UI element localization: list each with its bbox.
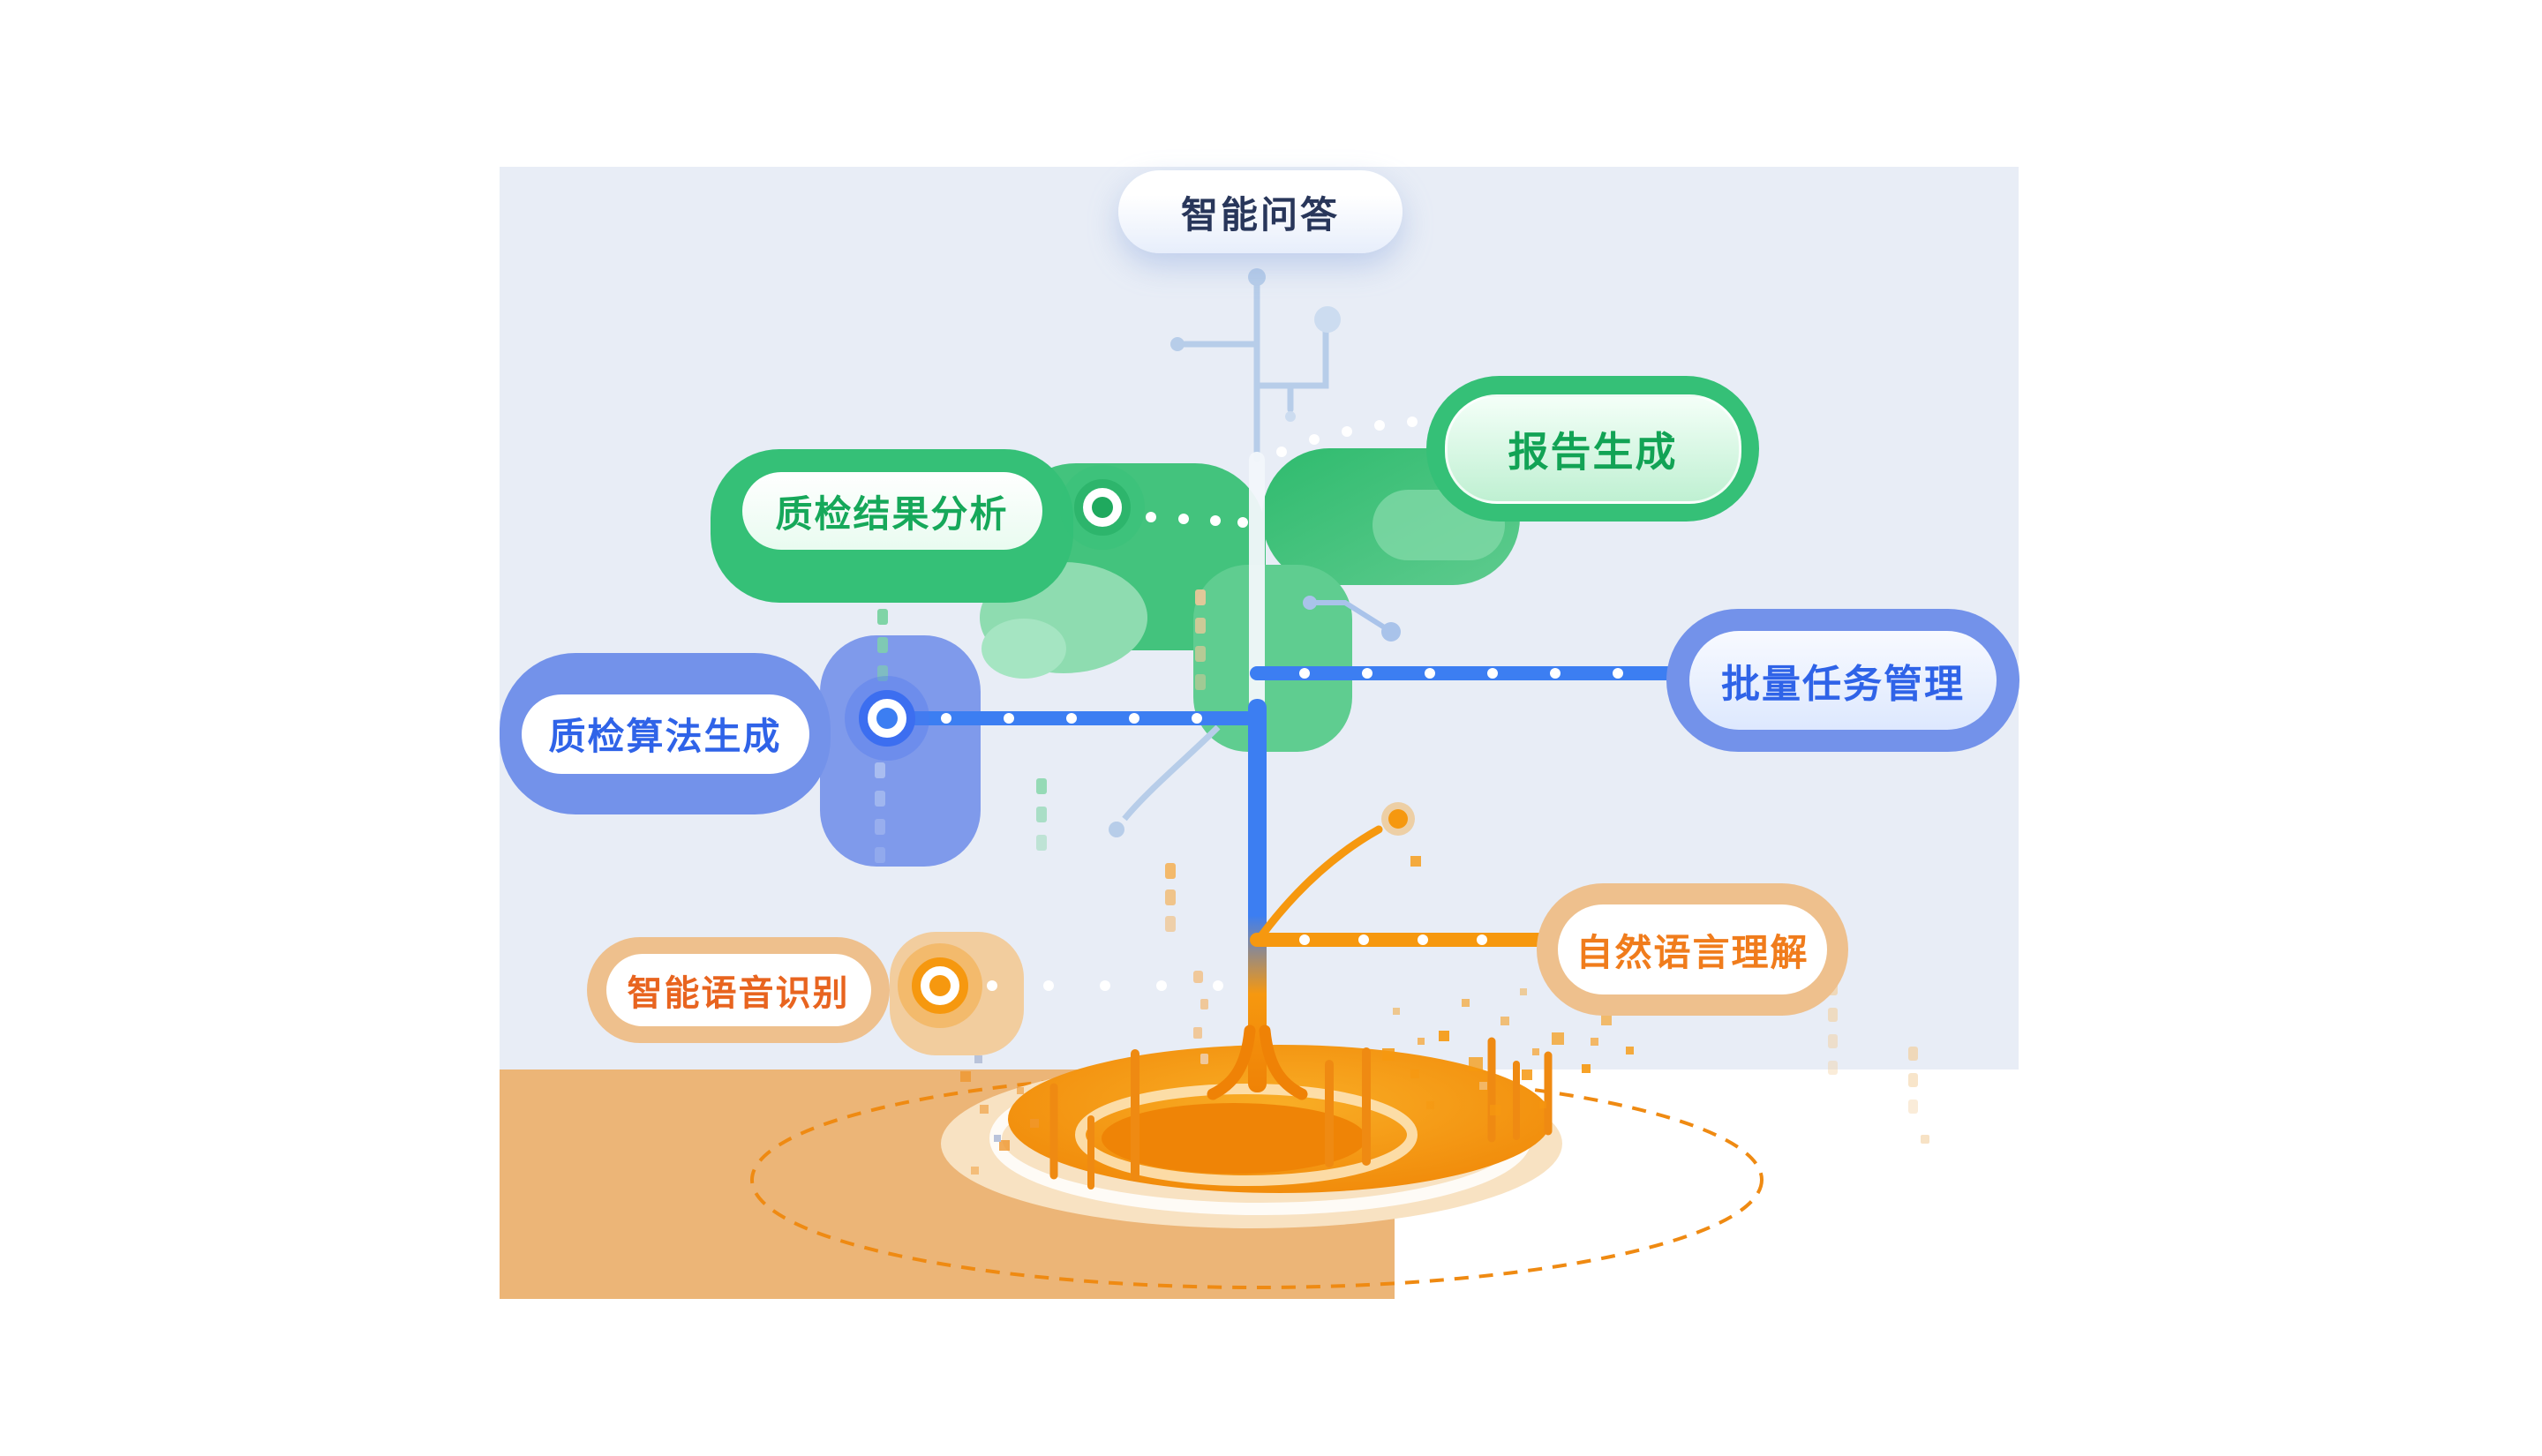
orange-connector-core — [929, 975, 951, 996]
blue-connector-core — [876, 708, 898, 729]
ground-bars — [1049, 1037, 1553, 1190]
node-quality-result-analysis: 质检结果分析 — [711, 449, 1073, 603]
node-intelligent-qa: 智能问答 — [1118, 170, 1403, 253]
node-batch-task-management: 批量任务管理 — [1666, 609, 2019, 752]
trunk-upper — [1249, 452, 1265, 717]
green-connector-core — [1092, 497, 1113, 518]
blue-connector-blob — [820, 635, 981, 867]
node-speech-recognition: 智能语音识别 — [587, 937, 890, 1043]
orange-branch-connector-node — [898, 943, 982, 1028]
node-quality-algorithm-generation-label: 质检算法生成 — [521, 694, 809, 774]
node-natural-language-understanding: 自然语言理解 — [1537, 883, 1848, 1016]
trunk — [1248, 699, 1267, 1092]
green-branch-connector-node — [1060, 465, 1145, 550]
node-intelligent-qa-label: 智能问答 — [1180, 193, 1340, 236]
node-report-generation-label: 报告生成 — [1444, 394, 1741, 504]
node-quality-result-analysis-label: 质检结果分析 — [741, 472, 1042, 550]
orange-connector-ring — [912, 957, 968, 1014]
node-quality-algorithm-generation: 质检算法生成 — [500, 653, 831, 814]
node-report-generation: 报告生成 — [1426, 376, 1759, 522]
branch-dots — [941, 415, 1623, 991]
top-circuit — [1181, 277, 1329, 462]
node-natural-language-understanding-label: 自然语言理解 — [1558, 904, 1827, 994]
node-speech-recognition-label: 智能语音识别 — [605, 954, 871, 1026]
dash-decorations — [875, 589, 1929, 1144]
ground — [750, 1037, 1764, 1289]
blue-branch-connector-node — [845, 676, 929, 761]
green-connector-ring — [1074, 479, 1131, 536]
blue-connector-ring — [859, 690, 915, 747]
node-batch-task-management-label: 批量任务管理 — [1689, 631, 1997, 730]
